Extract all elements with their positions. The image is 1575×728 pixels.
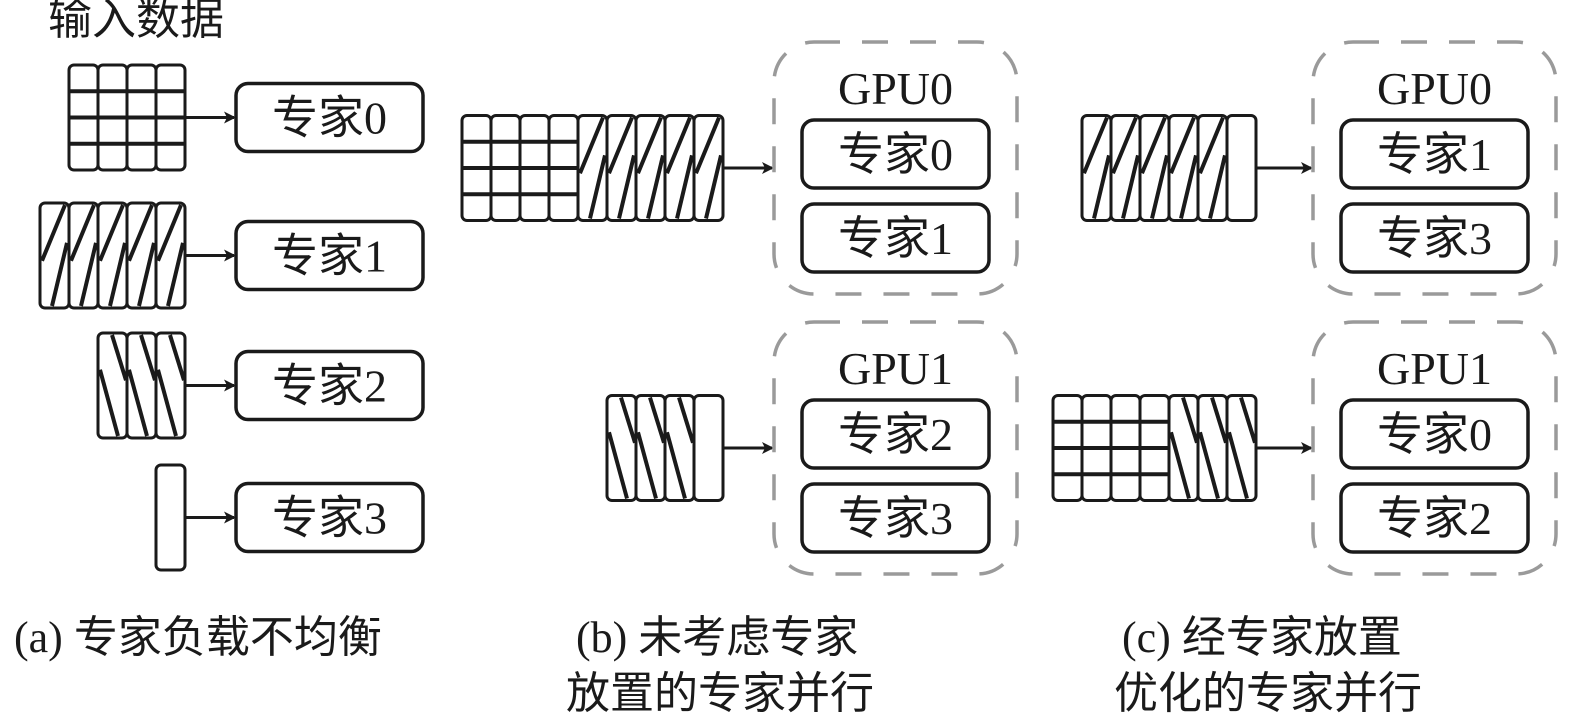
token-column-grid	[460, 114, 493, 222]
caption-c-line2: 优化的专家并行	[1114, 669, 1422, 718]
gpu-row-1: GPU1 专家0 专家2	[1051, 320, 1558, 576]
expert-box: 专家3	[800, 482, 991, 554]
token-column-slash	[692, 114, 725, 222]
token-column-blank	[1225, 114, 1258, 222]
caption-c-line1: (c) 经专家放置	[1122, 613, 1402, 662]
gpu-label: GPU1	[838, 343, 953, 394]
expert-box: 专家3	[1339, 202, 1530, 274]
expert-box: 专家2	[800, 398, 991, 470]
token-block	[38, 201, 187, 310]
token-column-slash	[634, 114, 667, 222]
token-column-slash	[1138, 114, 1171, 222]
token-column-backslash	[1196, 394, 1229, 502]
gpu-row-1: GPU1 专家2 专家3	[605, 320, 1019, 576]
expert-label: 专家3	[838, 493, 953, 544]
token-column-slash	[1109, 114, 1142, 222]
row-expert-0: 专家0	[67, 63, 425, 172]
token-block	[96, 331, 187, 440]
token-block	[67, 63, 187, 172]
expert-label: 专家0	[1377, 409, 1492, 460]
token-column-slash	[96, 201, 129, 310]
expert-box: 专家3	[234, 481, 425, 554]
expert-label: 专家2	[838, 409, 953, 460]
token-column-grid	[96, 63, 129, 172]
token-column-slash	[1196, 114, 1229, 222]
token-block	[460, 114, 725, 222]
token-column-slash	[125, 201, 158, 310]
token-column-blank	[154, 463, 187, 572]
gpu-label: GPU0	[838, 63, 953, 114]
token-column-blank	[692, 394, 725, 502]
token-block	[154, 463, 187, 572]
expert-box: 专家1	[1339, 118, 1530, 190]
token-column-grid	[1138, 394, 1171, 502]
gpu-label: GPU0	[1377, 63, 1492, 114]
token-column-backslash	[125, 331, 158, 440]
token-column-slash	[1167, 114, 1200, 222]
token-column-slash	[1080, 114, 1113, 222]
gpu-row-0: GPU0 专家0 专家1	[460, 40, 1019, 296]
expert-box: 专家2	[234, 349, 425, 422]
token-column-slash	[67, 201, 100, 310]
row-expert-2: 专家2	[96, 331, 425, 440]
expert-label: 专家1	[1377, 129, 1492, 180]
token-column-grid	[125, 63, 158, 172]
token-column-slash	[38, 201, 71, 310]
token-column-grid	[1080, 394, 1113, 502]
token-column-backslash	[96, 331, 129, 440]
expert-box: 专家2	[1339, 482, 1530, 554]
token-block	[1051, 394, 1258, 502]
token-block	[605, 394, 725, 502]
token-column-slash	[605, 114, 638, 222]
gpu-container-gpu0: GPU0 专家1 专家3	[1311, 40, 1558, 296]
token-column-slash	[576, 114, 609, 222]
token-column-grid	[518, 114, 551, 222]
gpu-container-gpu1: GPU1 专家2 专家3	[772, 320, 1019, 576]
expert-label: 专家2	[272, 361, 387, 412]
token-column-backslash	[663, 394, 696, 502]
expert-box: 专家0	[800, 118, 991, 190]
expert-label: 专家1	[838, 213, 953, 264]
expert-box: 专家1	[800, 202, 991, 274]
token-column-slash	[154, 201, 187, 310]
caption-b-line2: 放置的专家并行	[566, 669, 874, 718]
token-column-backslash	[154, 331, 187, 440]
expert-label: 专家1	[272, 231, 387, 282]
token-column-backslash	[605, 394, 638, 502]
token-column-grid	[547, 114, 580, 222]
token-column-grid	[1109, 394, 1142, 502]
token-column-grid	[1051, 394, 1084, 502]
expert-label: 专家3	[1377, 213, 1492, 264]
gpu-label: GPU1	[1377, 343, 1492, 394]
gpu-container-gpu1: GPU1 专家0 专家2	[1311, 320, 1558, 576]
gpu-row-0: GPU0 专家1 专家3	[1080, 40, 1558, 296]
expert-label: 专家0	[838, 129, 953, 180]
token-column-grid	[67, 63, 100, 172]
gpu-container-gpu0: GPU0 专家0 专家1	[772, 40, 1019, 296]
token-column-backslash	[1225, 394, 1258, 502]
token-column-slash	[663, 114, 696, 222]
expert-label: 专家0	[272, 93, 387, 144]
row-expert-1: 专家1	[38, 201, 425, 310]
input-data-label: 输入数据	[48, 0, 224, 44]
row-expert-3: 专家3	[154, 463, 425, 572]
expert-label: 专家2	[1377, 493, 1492, 544]
expert-box: 专家1	[234, 219, 425, 292]
token-column-grid	[489, 114, 522, 222]
panel-a-load-imbalance: 专家0 专家1 专家2 专家3	[38, 63, 425, 572]
caption-a-line1: (a) 专家负载不均衡	[14, 613, 382, 662]
token-column-grid	[154, 63, 187, 172]
expert-box: 专家0	[1339, 398, 1530, 470]
token-column-backslash	[634, 394, 667, 502]
expert-label: 专家3	[272, 493, 387, 544]
caption-b-line1: (b) 未考虑专家	[576, 613, 859, 662]
token-block	[1080, 114, 1258, 222]
token-column-backslash	[1167, 394, 1200, 502]
expert-box: 专家0	[234, 81, 425, 154]
